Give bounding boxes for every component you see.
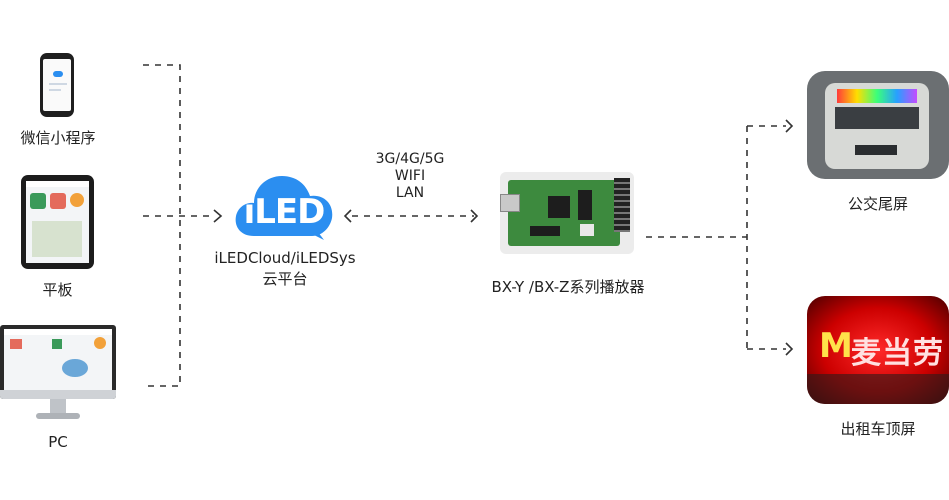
- bus-led-display: [837, 89, 917, 103]
- tablet-screen: [26, 181, 89, 263]
- connector-phone: [143, 64, 181, 387]
- phone-screen: [43, 59, 71, 111]
- network-line-2: WIFI: [394, 168, 426, 184]
- arrow-to-cloud-left: [343, 209, 352, 223]
- pc-monitor: [0, 325, 116, 399]
- taxi-sign-logo: M: [819, 326, 853, 366]
- taxi-label: 出租车顶屏: [840, 420, 916, 438]
- tablet-device: [21, 175, 94, 269]
- arrow-to-cloud: [213, 209, 223, 223]
- ethernet-port-icon: [500, 194, 520, 212]
- pc-base: [36, 413, 80, 419]
- arrow-to-taxi: [785, 342, 794, 356]
- taxi-top-screen-image: M 麦当劳: [807, 296, 949, 404]
- arrow-to-bus: [785, 119, 794, 133]
- bus-label: 公交尾屏: [847, 195, 908, 213]
- bus-rear-screen-image: [807, 71, 949, 179]
- arrow-to-controller: [470, 209, 479, 223]
- network-line-3: LAN: [395, 185, 425, 201]
- controller-board-image: [500, 172, 634, 254]
- cloud-icon: [235, 176, 333, 240]
- cloud-logo-text: iLED: [243, 192, 326, 232]
- controller-label: BX-Y /BX-Z系列播放器: [491, 278, 645, 296]
- pc-stand: [50, 399, 66, 413]
- cloud-subtitle: 云平台: [262, 270, 308, 288]
- iled-cloud-logo: iLED: [232, 170, 336, 242]
- pc-chin: [0, 390, 116, 399]
- phone-label: 微信小程序: [20, 129, 96, 147]
- phone-device: [40, 53, 74, 117]
- network-line-1: 3G/4G/5G: [375, 151, 445, 167]
- pc-label: PC: [48, 433, 68, 451]
- taxi-sign-text: 麦当劳: [851, 336, 944, 371]
- tablet-label: 平板: [42, 281, 73, 299]
- cloud-name: iLEDCloud/iLEDSys: [214, 249, 356, 267]
- pc-screen: [4, 329, 112, 392]
- phone-cloud-icon: [53, 71, 63, 77]
